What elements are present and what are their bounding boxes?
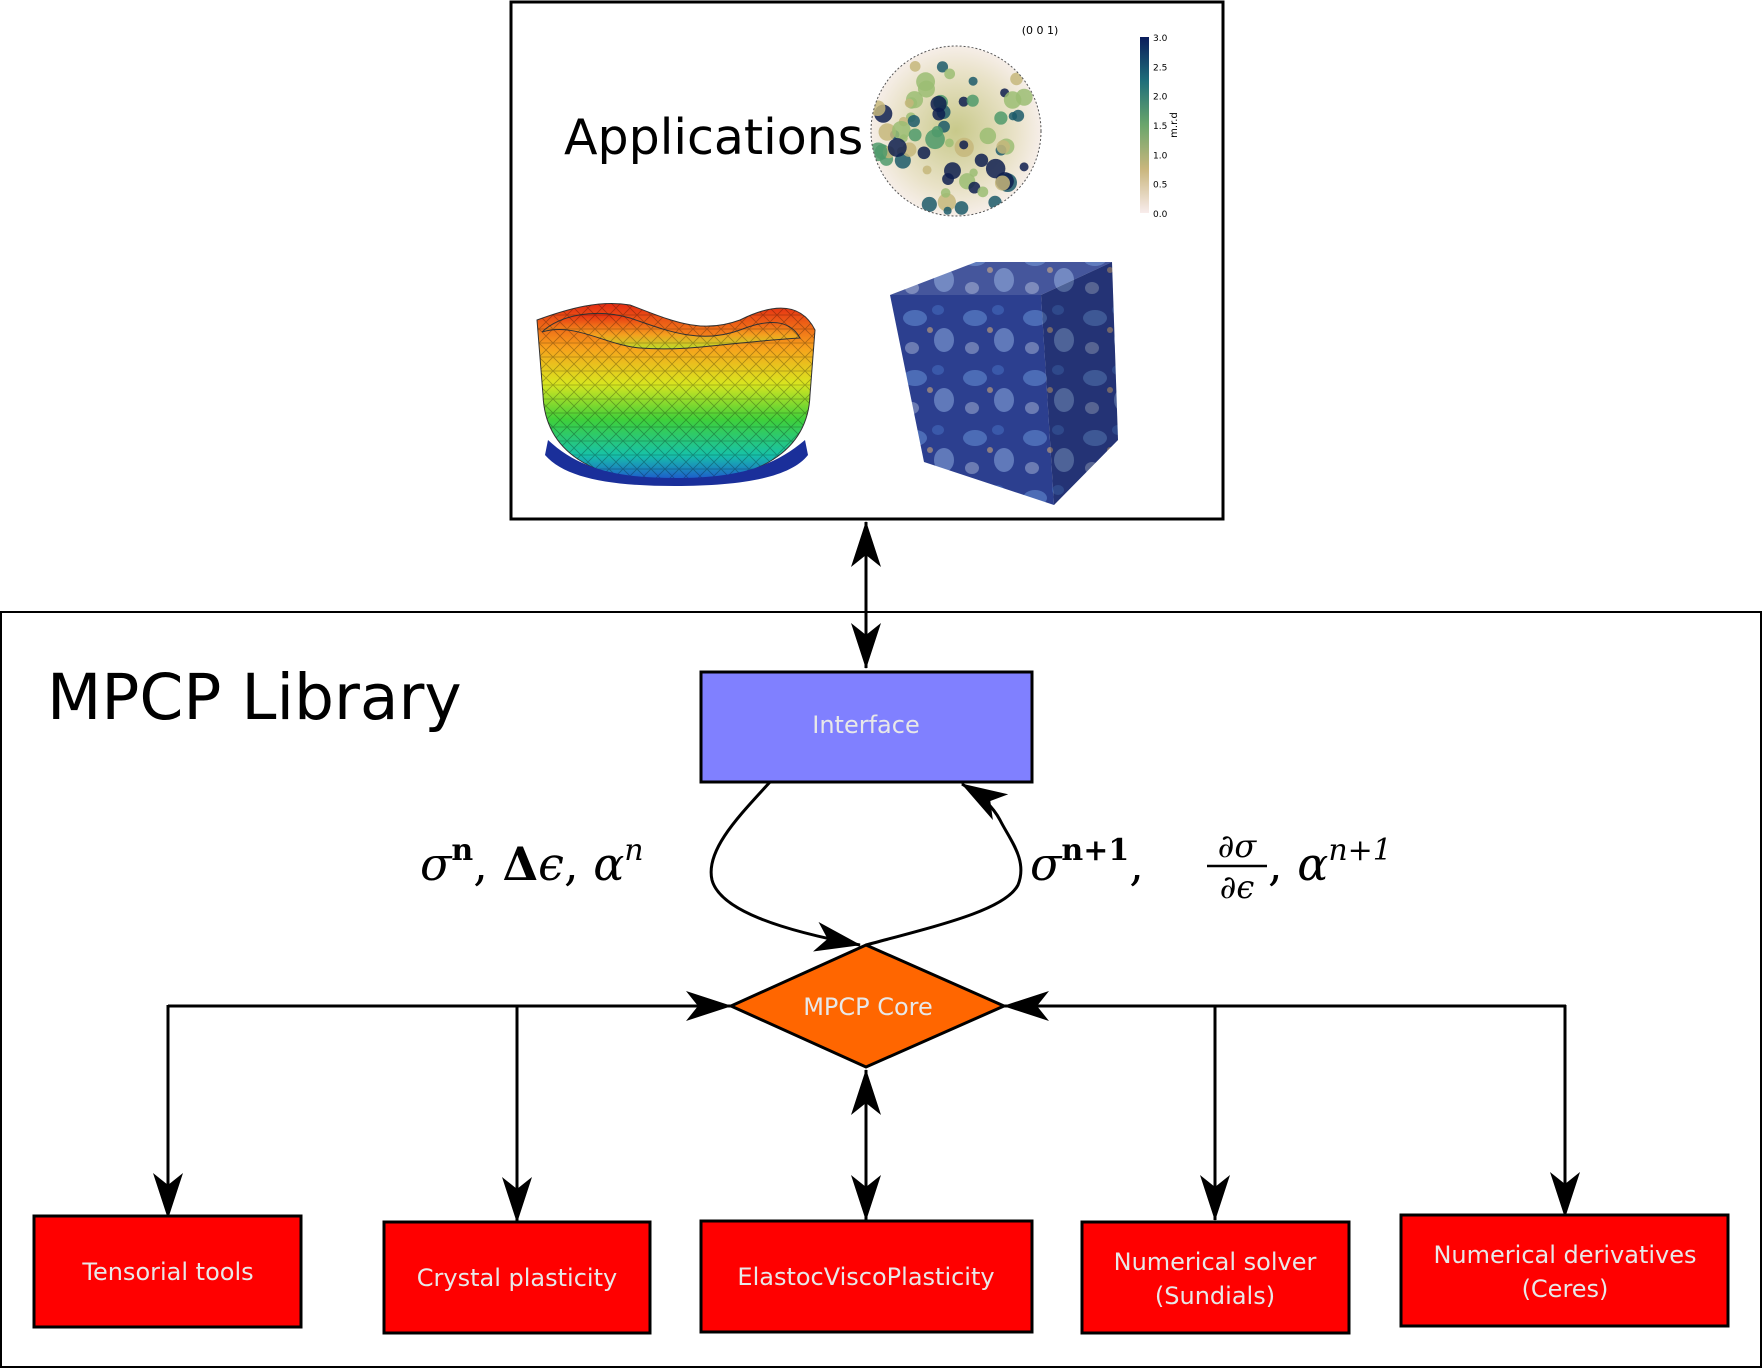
pole-figure-blob <box>974 153 989 167</box>
pole-figure-blob <box>922 165 932 175</box>
polycrystal-cube-simulation <box>890 262 1118 505</box>
pole-figure-blob <box>968 181 981 194</box>
module-crystal-plasticity: Crystal plasticity <box>382 1220 652 1335</box>
pole-figure-blob <box>994 111 1008 125</box>
colorbar-tick-label: 0.0 <box>1153 210 1168 220</box>
colorbar-ticks: 3.0 2.5 2.0 1.5 1.0 0.5 0.0 <box>1153 34 1168 220</box>
pole-figure-blob <box>907 114 920 128</box>
output-flow-arrow <box>865 782 1023 947</box>
pole-figure-blob <box>1010 72 1023 86</box>
svg-text:(Sundials): (Sundials) <box>1155 1282 1275 1310</box>
pole-figure-blob <box>969 168 978 177</box>
pole-figure-blob <box>892 120 911 140</box>
colorbar-tick-label: 2.0 <box>1153 93 1168 103</box>
pole-figure: (0 0 1) 3.0 2.5 2.0 1.5 1.0 0.5 0.0 m.r.d <box>870 24 1180 220</box>
pole-figure-blob <box>887 138 907 157</box>
pole-figure-blob <box>958 96 969 107</box>
pole-figure-blob <box>977 186 989 198</box>
svg-text:∂ϵ: ∂ϵ <box>1220 868 1255 906</box>
colorbar-tick-label: 1.5 <box>1153 122 1167 132</box>
output-variables-label: σn+1, ∂σ ∂ϵ , αn+1 <box>1030 827 1392 906</box>
pole-figure-blob <box>996 140 1011 154</box>
input-flow-arrow <box>709 780 861 952</box>
module-elastoc-visco-plasticity: ElastocViscoPlasticity <box>699 1219 1034 1334</box>
core-label: MPCP Core <box>803 993 933 1021</box>
pole-figure-blob <box>1019 162 1029 172</box>
colorbar-tick-label: 0.5 <box>1153 181 1167 191</box>
pole-figure-blob <box>909 60 921 72</box>
pole-figure-blob <box>917 80 935 98</box>
interface-box <box>699 670 1034 784</box>
pole-figure-blob <box>954 201 969 215</box>
colorbar-tick-label: 1.0 <box>1153 151 1168 161</box>
pole-figure-blob <box>959 140 969 150</box>
pole-figure-intensity <box>871 60 1033 215</box>
svg-text:σn+1,: σn+1, <box>1030 833 1144 891</box>
pole-figure-blob <box>1003 91 1022 109</box>
pole-figure-blob <box>966 94 979 107</box>
pole-figure-blob <box>1012 109 1025 122</box>
svg-text:ElastocViscoPlasticity: ElastocViscoPlasticity <box>737 1263 994 1291</box>
pole-figure-blob <box>904 98 914 108</box>
svg-text:Crystal plasticity: Crystal plasticity <box>417 1264 617 1292</box>
pole-figure-blob <box>925 129 945 150</box>
colorbar-label: m.r.d <box>1169 112 1180 138</box>
pole-figure-blob <box>936 61 949 73</box>
pole-figure-blob <box>944 68 956 80</box>
pole-figure-blob <box>930 95 947 113</box>
applications-title: Applications <box>564 109 863 166</box>
module-tensorial-tools: Tensorial tools <box>32 1214 303 1329</box>
module-numerical-solver: Numerical solver (Sundials) <box>1080 1220 1351 1335</box>
pole-figure-blob <box>940 188 951 198</box>
pole-figure-title: (0 0 1) <box>1022 24 1059 37</box>
svg-text:Numerical derivatives: Numerical derivatives <box>1433 1241 1696 1269</box>
input-variables-label: σn, Δϵ, αn <box>420 833 644 891</box>
mpcp-library-panel <box>0 611 1762 1368</box>
svg-text:∂σ: ∂σ <box>1218 827 1258 865</box>
library-title: MPCP Library <box>47 661 462 734</box>
pole-figure-blob <box>994 175 1010 191</box>
pole-figure-blob <box>908 128 922 142</box>
svg-text:, αn+1: , αn+1 <box>1268 833 1392 891</box>
pole-figure-blob <box>921 196 937 213</box>
pole-figure-blob <box>943 206 952 215</box>
svg-text:Tensorial tools: Tensorial tools <box>81 1258 253 1286</box>
colorbar-tick-label: 3.0 <box>1153 34 1168 44</box>
svg-text:Numerical solver: Numerical solver <box>1114 1248 1317 1276</box>
pole-figure-blob <box>937 193 956 212</box>
pole-figure-blob <box>968 76 978 86</box>
module-numerical-derivatives: Numerical derivatives (Ceres) <box>1399 1213 1730 1328</box>
pole-figure-blob <box>878 123 896 141</box>
interface-label: Interface <box>812 711 919 739</box>
pole-figure-colorbar <box>1140 37 1149 213</box>
svg-text:(Ceres): (Ceres) <box>1522 1275 1609 1303</box>
module-connectors <box>153 991 1580 1223</box>
pole-figure-blob <box>942 173 954 185</box>
mpcp-core-diamond <box>727 943 1008 1069</box>
pole-figure-blob <box>917 146 931 160</box>
pole-figure-blob <box>945 138 954 148</box>
pole-figure-blob <box>979 127 997 145</box>
colorbar-tick-label: 2.5 <box>1153 63 1167 73</box>
deformed-cup-simulation <box>536 302 816 486</box>
